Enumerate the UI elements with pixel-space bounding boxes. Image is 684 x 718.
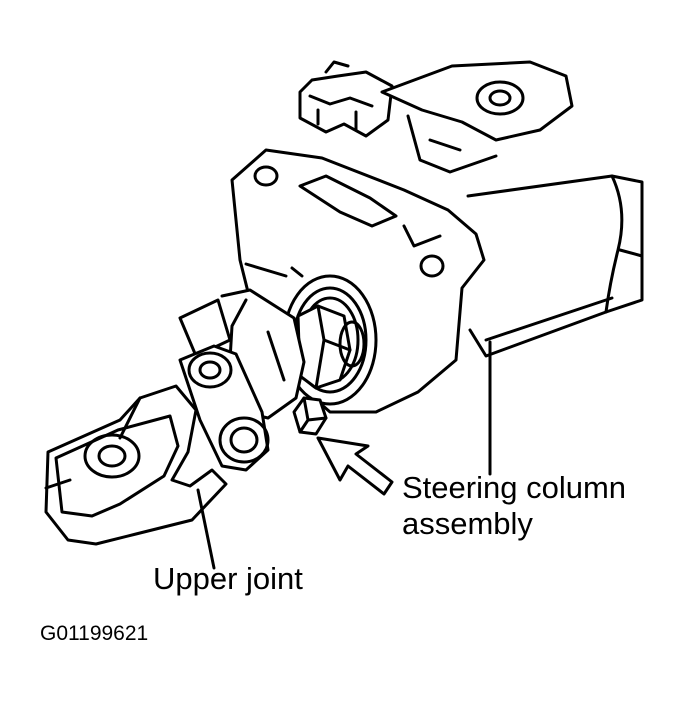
upper-joint-label: Upper joint: [153, 561, 303, 596]
steering-column-label-line2: assembly: [402, 506, 533, 541]
pinch-bolt: [292, 396, 328, 436]
upper-joint-yoke: [44, 384, 228, 546]
steering-column-label: Steering column: [402, 470, 627, 505]
universal-joint-cross: [178, 344, 270, 472]
steering-column-tube: [466, 174, 644, 358]
arrow-pointer-icon: [316, 436, 394, 496]
shaft-nut: [296, 304, 366, 390]
upper-housing: [380, 60, 574, 174]
leader-upper-joint: [196, 488, 216, 570]
figure-code: G01199621: [40, 622, 149, 645]
top-connector: [298, 60, 394, 138]
